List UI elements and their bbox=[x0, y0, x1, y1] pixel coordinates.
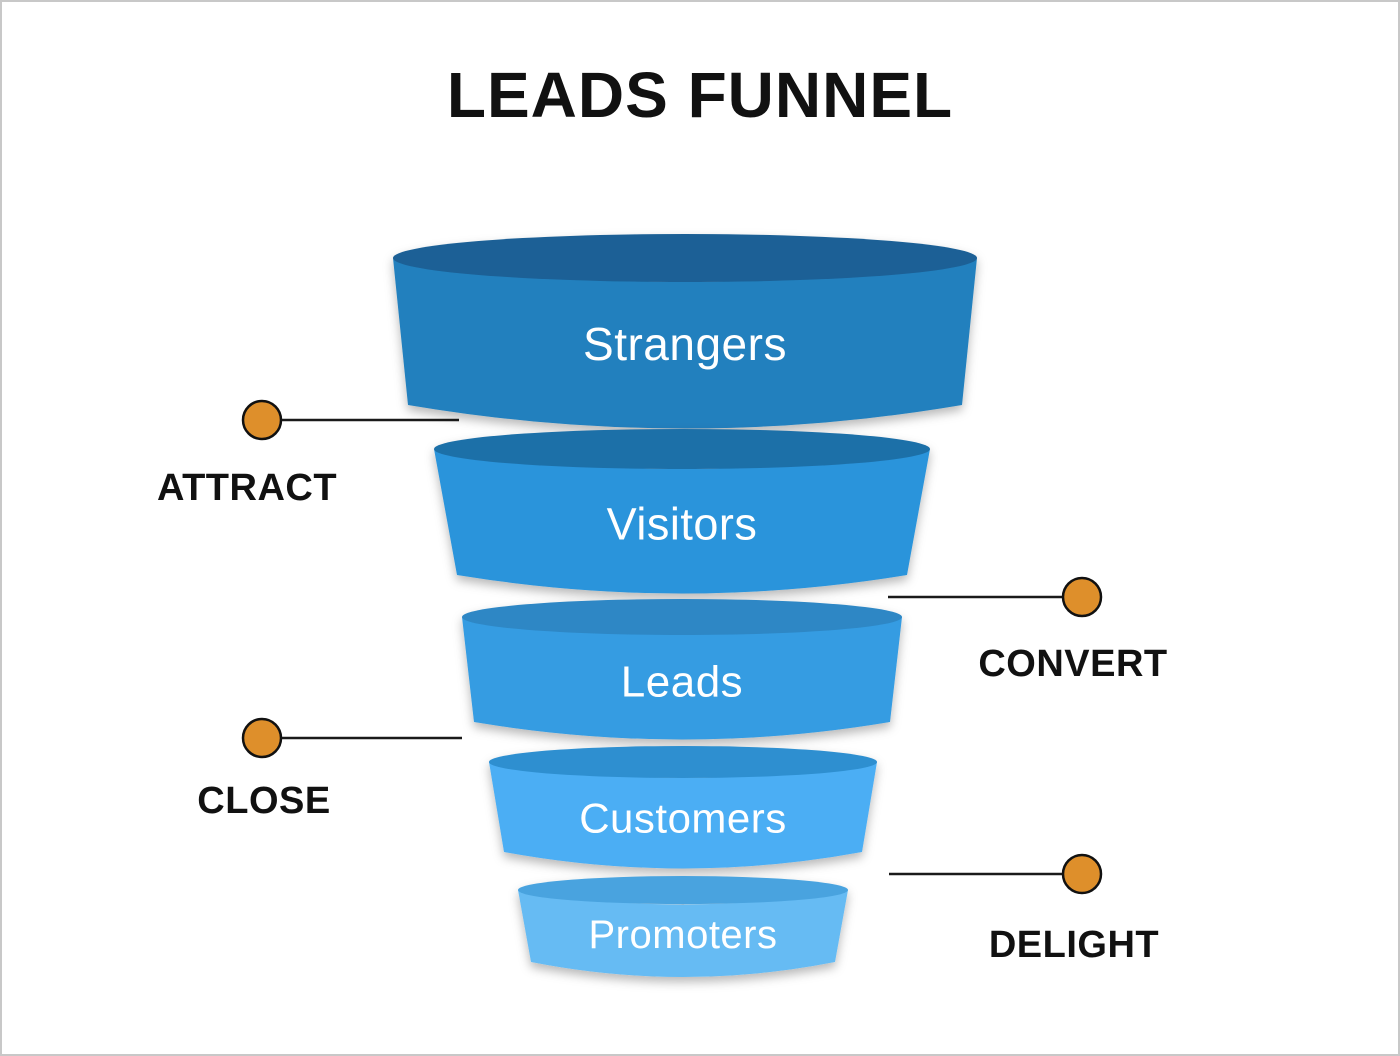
stage-top-ellipse bbox=[462, 599, 902, 635]
funnel-stage-customers: Customers bbox=[489, 746, 877, 869]
annotation-label-attract: ATTRACT bbox=[156, 467, 338, 509]
funnel-stage-promoters: Promoters bbox=[518, 876, 848, 977]
stage-top-ellipse bbox=[434, 429, 930, 469]
stage-top-ellipse bbox=[518, 876, 848, 904]
stage-label: Leads bbox=[621, 658, 743, 707]
stage-body bbox=[462, 617, 902, 740]
stage-body bbox=[518, 890, 848, 977]
annotation-label-delight: DELIGHT bbox=[988, 924, 1160, 966]
stage-top-ellipse bbox=[489, 746, 877, 778]
marker-dot bbox=[241, 717, 283, 759]
stage-body bbox=[434, 449, 930, 594]
stage-body bbox=[393, 258, 977, 429]
funnel-stage-strangers: Strangers bbox=[393, 234, 977, 429]
connector-delight bbox=[889, 853, 1103, 895]
annotation-label-convert: CONVERT bbox=[978, 643, 1168, 685]
stage-label: Promoters bbox=[589, 913, 778, 957]
stage-label: Visitors bbox=[607, 499, 758, 550]
page-title: LEADS FUNNEL bbox=[446, 59, 954, 131]
funnel-stage-visitors: Visitors bbox=[434, 429, 930, 594]
marker-dot bbox=[1061, 576, 1103, 618]
stage-label: Customers bbox=[579, 795, 787, 842]
marker-dot bbox=[241, 399, 283, 441]
stage-label: Strangers bbox=[583, 318, 787, 370]
marker-dot bbox=[1061, 853, 1103, 895]
annotation-label-close: CLOSE bbox=[197, 780, 331, 822]
connector-close bbox=[241, 717, 462, 759]
connector-attract bbox=[241, 399, 459, 441]
connector-convert bbox=[888, 576, 1103, 618]
stage-body bbox=[489, 762, 877, 869]
funnel-stage-leads: Leads bbox=[462, 599, 902, 740]
stage-top-ellipse bbox=[393, 234, 977, 282]
